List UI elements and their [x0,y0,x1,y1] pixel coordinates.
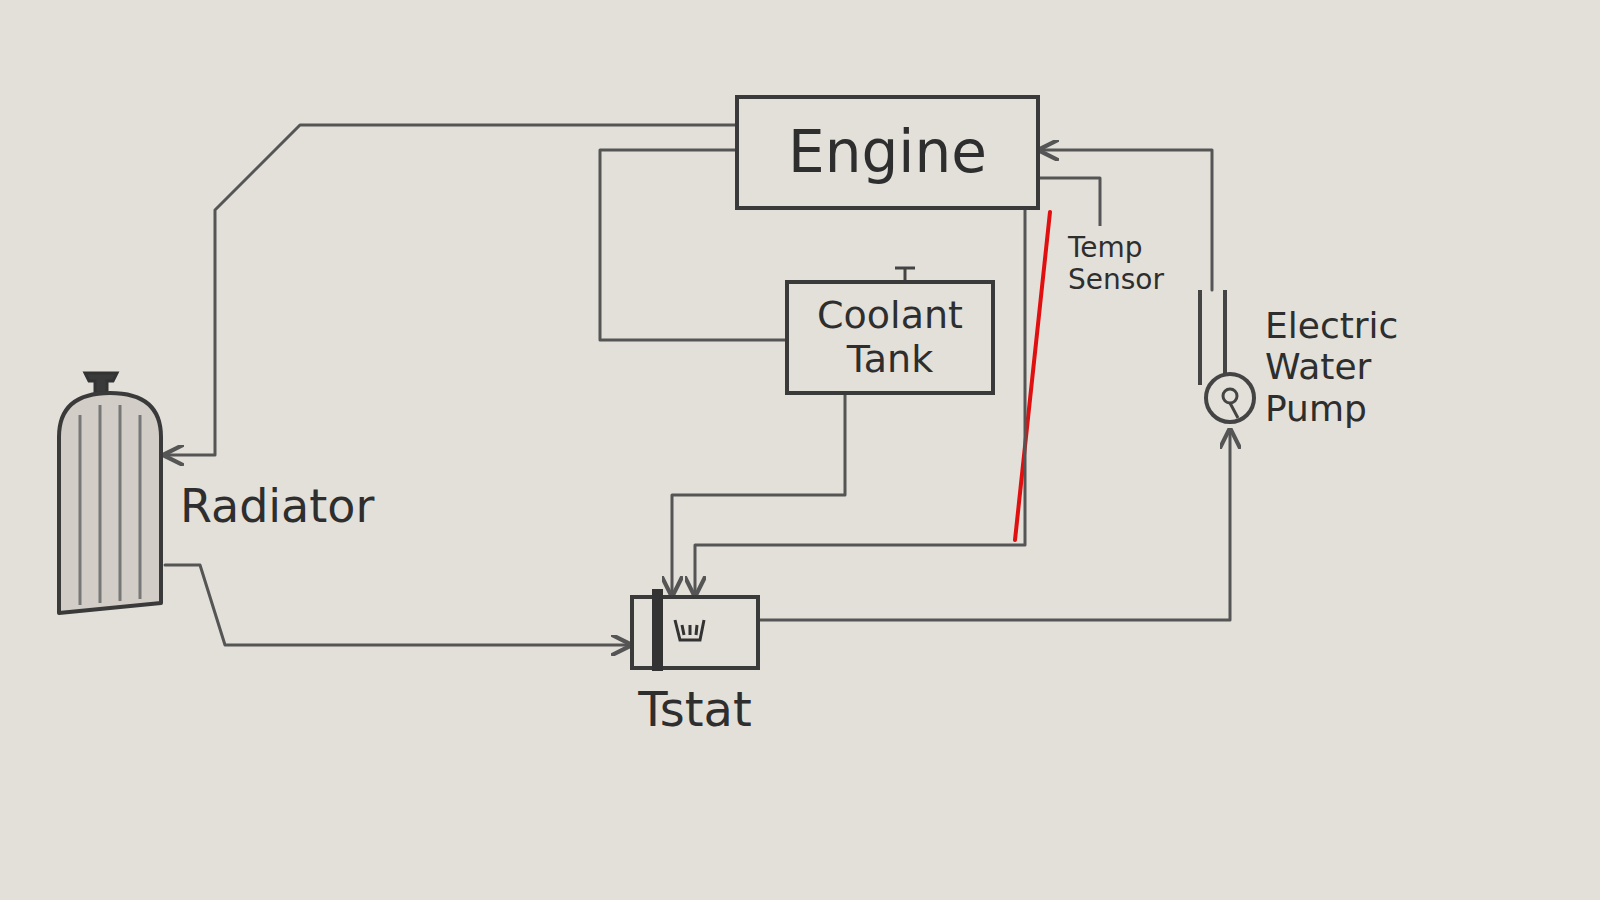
tstat-valve [675,620,704,640]
tstat-housing [632,597,758,668]
tank-cap [895,268,915,280]
coolant-pipe [165,125,735,455]
coolant-pipe [672,395,845,595]
tstat-flange [652,589,663,671]
radiator-symbol: Radiator [55,365,165,615]
pump-symbol: Electric Water Pump [1190,290,1260,430]
node-title: Engine [788,119,987,186]
pump-housing [1206,374,1254,422]
radiator-fins [80,405,140,605]
sensor-label: Temp Sensor [1068,232,1183,296]
sensor-leader [1040,178,1100,226]
pump-drawing [1190,290,1260,430]
tank-box: Coolant Tank [785,280,995,395]
red-marker-line [1015,212,1050,540]
node-label: Electric Water Pump [1265,305,1460,429]
coolant-pipe [165,565,630,645]
node-label: Tstat [638,682,751,737]
tstat-drawing [630,595,760,670]
engine-box: Engine [735,95,1040,210]
pump-outlet [1230,403,1238,418]
coolant-pipe [695,210,1025,595]
radiator-body [59,393,161,613]
pump-impeller [1223,389,1237,403]
node-title: Coolant Tank [803,294,977,381]
radiator-cap [85,373,117,393]
coolant-pipe [760,430,1230,620]
coolant-pipe [600,150,785,340]
node-label: Radiator [180,480,374,533]
radiator-drawing [55,365,165,615]
thermostat-symbol: Tstat [630,595,760,670]
pump-pipe [1200,290,1225,385]
